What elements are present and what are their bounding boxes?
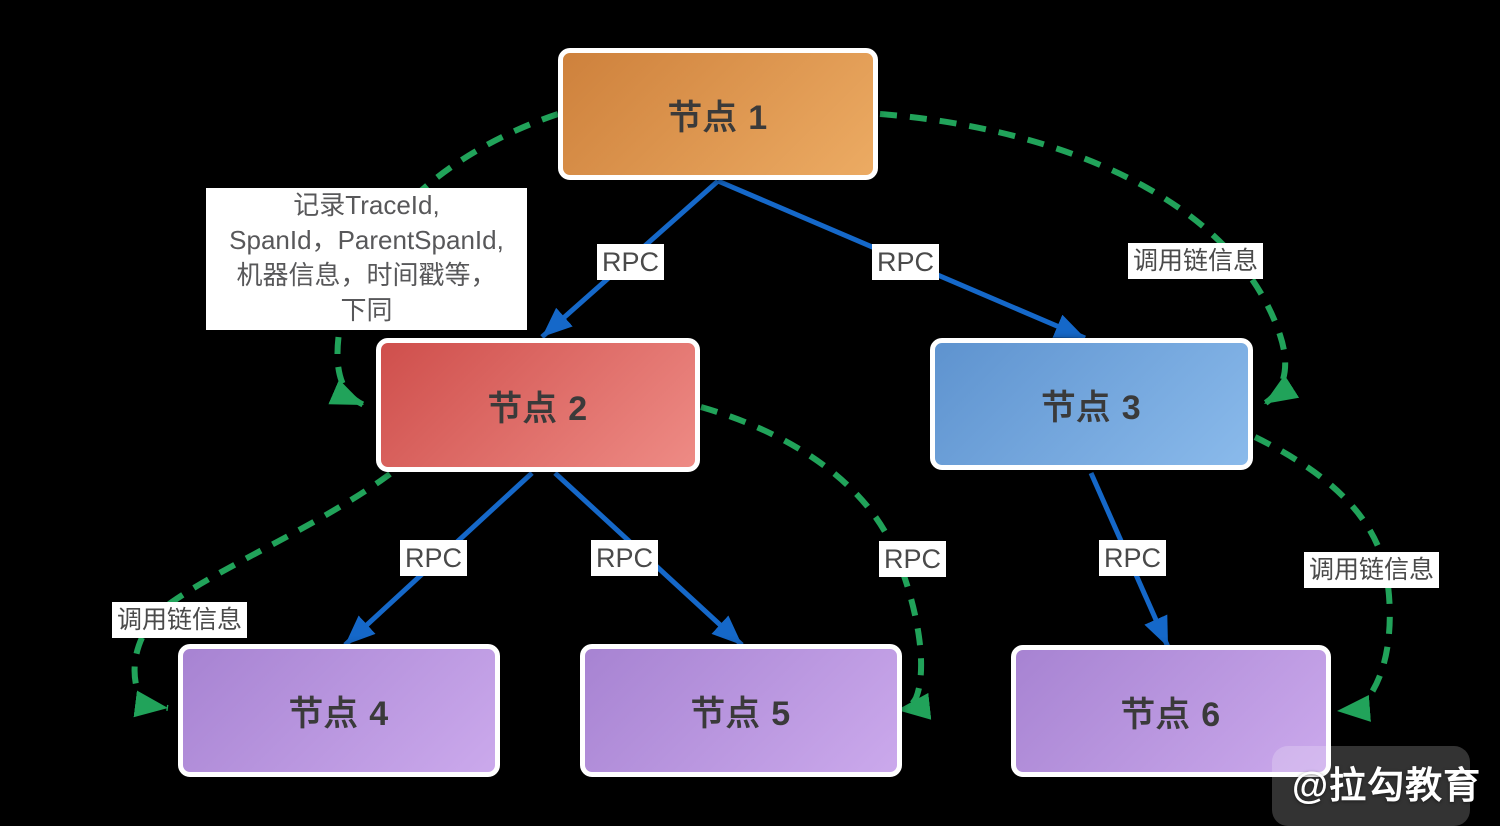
annotation-line-4: 下同 bbox=[340, 295, 393, 325]
node-3: 节点 3 bbox=[930, 338, 1253, 470]
chain-info-label-top-right: 调用链信息 bbox=[1128, 243, 1264, 279]
annotation-line-2: SpanId，ParentSpanId, bbox=[229, 225, 504, 255]
node-6-label: 节点 6 bbox=[1120, 695, 1222, 734]
annotation-line-3: 机器信息，时间戳等， bbox=[236, 260, 497, 290]
chain-curve-n3-n6 bbox=[1253, 434, 1393, 722]
chain-info-label-left: 调用链信息 bbox=[112, 602, 248, 638]
rpc-label-n3-n6: RPC bbox=[1099, 540, 1167, 576]
rpc-label-n2-n5: RPC bbox=[591, 540, 659, 576]
node-2-label: 节点 2 bbox=[487, 389, 589, 428]
chain-curve-n1-n2 bbox=[328, 111, 559, 408]
node-2: 节点 2 bbox=[376, 338, 700, 472]
chain-curve-n2-n5 bbox=[700, 404, 932, 720]
annotation-line-1: 记录TraceId, bbox=[293, 190, 440, 220]
node-1-label: 节点 1 bbox=[667, 98, 769, 137]
chain-info-label-right: 调用链信息 bbox=[1304, 552, 1440, 588]
annotation-box: 记录TraceId, SpanId，ParentSpanId, 机器信息，时间戳… bbox=[206, 188, 527, 330]
rpc-label-n1-n3: RPC bbox=[872, 244, 940, 280]
rpc-label-n2-n5-chain: RPC bbox=[879, 541, 947, 577]
node-5-label: 节点 5 bbox=[690, 695, 792, 733]
node-5: 节点 5 bbox=[580, 644, 902, 777]
chain-curve-n1-n3 bbox=[879, 111, 1300, 407]
node-4: 节点 4 bbox=[178, 644, 500, 777]
node-4-label: 节点 4 bbox=[288, 695, 390, 733]
chain-curve-n2-n4 bbox=[131, 471, 392, 718]
node-1: 节点 1 bbox=[558, 48, 878, 180]
rpc-label-n2-n4: RPC bbox=[400, 540, 468, 576]
watermark-badge bbox=[1272, 746, 1470, 826]
rpc-label-n1-n2: RPC bbox=[597, 244, 665, 280]
node-6: 节点 6 bbox=[1011, 645, 1331, 777]
node-3-label: 节点 3 bbox=[1041, 388, 1142, 427]
watermark-text: @拉勾教育 bbox=[1292, 765, 1482, 806]
